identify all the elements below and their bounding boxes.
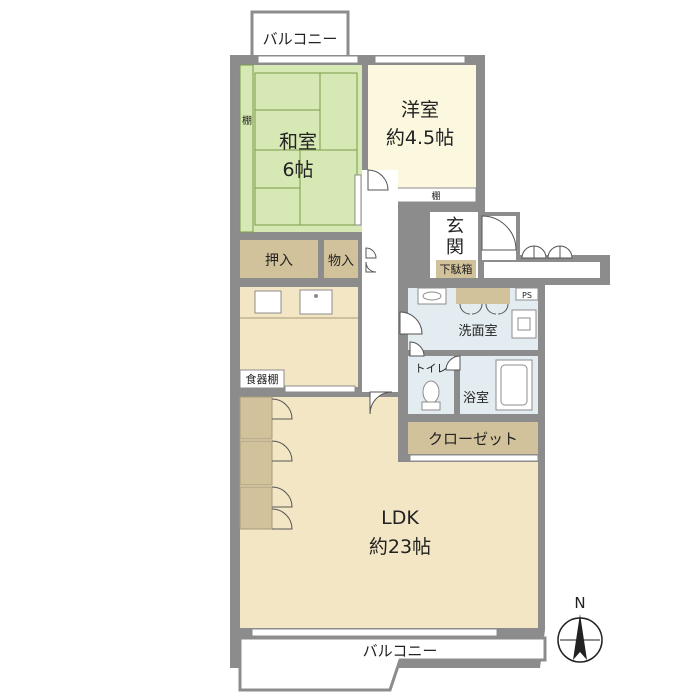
compass: N [557,594,603,663]
ldk-floor [240,397,538,628]
balcony-bottom [238,636,547,692]
washitsu-name: 和室 [279,131,317,153]
bathtub [495,359,533,411]
shoes-box [436,260,476,278]
oshiire-label: 押入 [265,253,293,269]
monoire-label: 物入 [328,254,354,269]
washitsu-shelf-strip [239,64,254,233]
monoire [324,240,358,278]
washbasin [417,287,447,305]
closet-label: クローゼット [428,430,518,448]
corridor-floor [362,202,398,392]
washroom-cabinet [456,288,510,304]
youshitsu-name: 洋室 [401,99,439,121]
balcony-top-label: バルコニー [263,30,338,48]
washitsu-floor [240,65,362,232]
washroom-cabinet-doors [459,303,509,315]
ldk-name: LDK [381,507,419,529]
toilet-label: トイレ [415,362,448,375]
yokushitsu-label: 浴室 [463,390,489,406]
youshitsu-size: 約4.5帖 [386,127,454,149]
shokkidana [239,369,285,389]
door-swings [365,169,517,415]
shokkidana-label: 食器棚 [246,372,279,386]
ldk-storage-3 [239,486,273,530]
shoes-box-label: 下駄箱 [440,262,473,276]
youshitsu-shelf-label: 棚 [431,190,440,202]
closet [408,422,538,454]
washitsu-size: 6帖 [282,159,313,181]
windows [251,55,539,637]
ldk-storage-doors [271,398,293,530]
genkan-label-2: 関 [446,237,464,258]
balcony-bottom-label: バルコニー [363,642,438,660]
compass-label: N [574,594,585,612]
washitsu-shelf-label: 棚 [242,114,252,127]
toilet-bowl [422,380,440,404]
ps-label: PS [522,291,532,300]
washing-machine [511,309,537,339]
porch-planters [521,245,573,259]
genkan-label-1: 玄 [446,216,464,237]
ldk-storage-2 [239,440,273,486]
senmenshitsu-label: 洗面室 [458,323,497,339]
ldk-size: 約23帖 [369,536,431,558]
entrance-porch [484,262,600,278]
oshiire [240,240,318,278]
ps-box [515,287,539,301]
kitchen-stove [299,289,333,315]
tatami-lines [254,72,358,226]
ldk-storage-1 [239,396,273,440]
kitchen-sink [254,290,282,314]
